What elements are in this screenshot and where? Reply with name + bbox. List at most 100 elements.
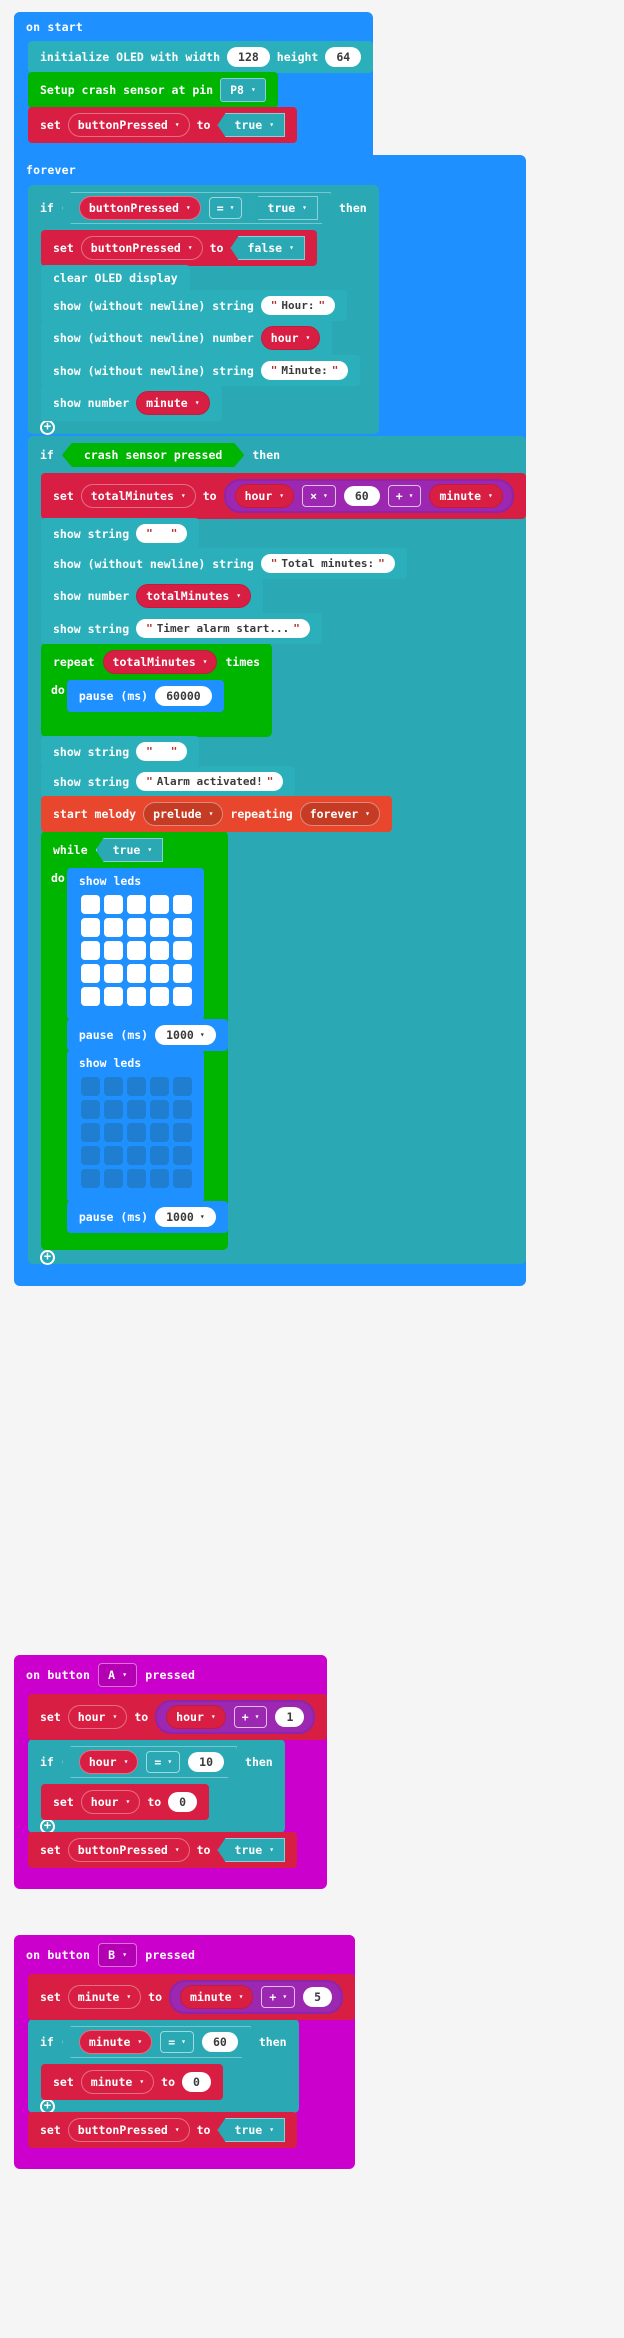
if-hour-block[interactable]: if hour ▾ = ▾ 10 — [28, 1739, 285, 1834]
math-expression-reporter[interactable]: minute ▾ + ▾ 5 — [169, 1980, 344, 2014]
led-cell-3-1[interactable] — [103, 964, 123, 983]
led-cell-3-1[interactable] — [103, 1146, 123, 1165]
set-minute-zero-block[interactable]: set minute ▾ to 0 — [41, 2064, 223, 2100]
variable-reporter-hour[interactable]: hour ▾ — [234, 484, 295, 508]
set-buttonpressed-true-block[interactable]: set buttonPressed ▾ to true ▾ — [28, 1832, 298, 1868]
led-cell-4-3[interactable] — [149, 987, 169, 1006]
variable-dropdown-minute[interactable]: minute ▾ — [80, 2070, 155, 2094]
show-string-blank-2-block[interactable]: show string " " — [41, 736, 200, 767]
comparison-predicate[interactable]: buttonPressed ▾ = ▾ true ▾ — [62, 192, 331, 224]
number-field-60[interactable]: 60 — [202, 2032, 238, 2052]
variable-reporter-hour[interactable]: hour ▾ — [260, 326, 321, 350]
pause-1000-block-a[interactable]: pause (ms) 1000 ▾ — [66, 1019, 228, 1051]
melody-mode-dropdown[interactable]: forever ▾ — [299, 802, 380, 826]
show-number-minute-block[interactable]: show number minute ▾ — [41, 385, 222, 421]
variable-dropdown-hour[interactable]: hour ▾ — [67, 1705, 128, 1729]
led-cell-3-2[interactable] — [126, 1146, 146, 1165]
show-leds-block-2[interactable]: show leds — [66, 1050, 204, 1202]
show-number-hour-block[interactable]: show (without newline) number hour ▾ — [41, 320, 333, 356]
boolean-true-reporter[interactable]: true ▾ — [95, 838, 164, 862]
number-field-10[interactable]: 10 — [188, 1752, 224, 1772]
if-crash-sensor-block[interactable]: if crash sensor pressed then set totalMi… — [28, 436, 526, 1265]
led-cell-4-1[interactable] — [103, 1169, 123, 1188]
led-cell-0-2[interactable] — [126, 895, 146, 914]
led-cell-2-1[interactable] — [103, 1123, 123, 1142]
variable-dropdown-buttonpressed[interactable]: buttonPressed ▾ — [67, 113, 190, 137]
operator-dropdown-equals[interactable]: = ▾ — [146, 1751, 180, 1773]
show-string-hour-label-block[interactable]: show (without newline) string " Hour: " — [41, 290, 348, 321]
show-string-minute-label-block[interactable]: show (without newline) string " Minute: … — [41, 355, 361, 386]
show-leds-block-1[interactable]: show leds — [66, 868, 204, 1020]
string-field[interactable]: " Alarm activated! " — [136, 772, 284, 791]
boolean-true-reporter[interactable]: true ▾ — [250, 196, 318, 220]
oled-height-field[interactable]: 64 — [325, 47, 362, 67]
led-cell-0-0[interactable] — [80, 895, 100, 914]
led-cell-4-3[interactable] — [149, 1169, 169, 1188]
on-button-b-hat[interactable]: on button B ▾ pressed — [14, 1935, 356, 1975]
led-cell-1-4[interactable] — [172, 1100, 192, 1119]
set-minute-increment-block[interactable]: set minute ▾ to minute ▾ + ▾ — [28, 1974, 356, 2020]
led-cell-4-4[interactable] — [172, 1169, 192, 1188]
boolean-true-reporter[interactable]: true ▾ — [217, 2118, 286, 2142]
operator-dropdown-equals[interactable]: = ▾ — [209, 197, 243, 219]
script-on-button-a[interactable]: on button A ▾ pressed set hour ▾ to — [14, 1655, 328, 1889]
pause-60000-block[interactable]: pause (ms) 60000 — [66, 680, 224, 712]
number-field-1[interactable]: 1 — [275, 1707, 305, 1727]
string-field[interactable]: " Timer alarm start... " — [136, 619, 310, 638]
string-field[interactable]: " " — [136, 524, 188, 543]
led-cell-0-3[interactable] — [149, 1077, 169, 1096]
math-expression-reporter[interactable]: hour ▾ + ▾ 1 — [155, 1700, 316, 1734]
variable-dropdown-totalminutes[interactable]: totalMinutes ▾ — [80, 484, 196, 508]
led-cell-2-4[interactable] — [172, 1123, 192, 1142]
script-forever[interactable]: forever if buttonPressed ▾ = — [14, 155, 526, 1286]
led-cell-3-3[interactable] — [149, 964, 169, 983]
led-cell-0-1[interactable] — [103, 1077, 123, 1096]
led-cell-4-2[interactable] — [126, 987, 146, 1006]
variable-reporter-minute[interactable]: minute ▾ — [180, 1985, 254, 2009]
pause-duration-field[interactable]: 1000 ▾ — [155, 1207, 216, 1227]
led-cell-0-1[interactable] — [103, 895, 123, 914]
led-cell-1-1[interactable] — [103, 1100, 123, 1119]
led-cell-1-3[interactable] — [149, 918, 169, 937]
on-start-block[interactable]: on start initialize OLED with width 128 … — [14, 12, 374, 164]
boolean-false-reporter[interactable]: false ▾ — [230, 236, 305, 260]
variable-reporter-minute[interactable]: minute ▾ — [79, 2030, 152, 2054]
number-field-5[interactable]: 5 — [303, 1987, 333, 2007]
variable-reporter-hour[interactable]: hour ▾ — [79, 1750, 139, 1774]
led-cell-2-0[interactable] — [80, 1123, 100, 1142]
variable-reporter-totalminutes[interactable]: totalMinutes ▾ — [136, 584, 252, 608]
variable-dropdown-buttonpressed[interactable]: buttonPressed ▾ — [80, 236, 203, 260]
pause-duration-field[interactable]: 1000 ▾ — [155, 1025, 216, 1045]
string-field[interactable]: " Hour: " — [260, 296, 336, 315]
operator-dropdown-add[interactable]: + ▾ — [261, 1986, 296, 2008]
led-cell-1-0[interactable] — [80, 918, 100, 937]
led-cell-0-3[interactable] — [149, 895, 169, 914]
led-cell-4-2[interactable] — [126, 1169, 146, 1188]
oled-width-field[interactable]: 128 — [227, 47, 270, 67]
string-field[interactable]: " " — [136, 742, 188, 761]
string-field[interactable]: " Total minutes: " — [260, 554, 395, 573]
on-button-b-block[interactable]: on button B ▾ pressed set minute ▾ to — [14, 1935, 356, 2169]
led-cell-2-2[interactable] — [126, 941, 146, 960]
led-cell-2-3[interactable] — [149, 941, 169, 960]
led-cell-3-0[interactable] — [80, 964, 100, 983]
start-melody-block[interactable]: start melody prelude ▾ repeating forever… — [41, 796, 392, 832]
while-loop-block[interactable]: while true ▾ do show leds — [41, 831, 228, 1250]
led-cell-3-0[interactable] — [80, 1146, 100, 1165]
variable-reporter-minute[interactable]: minute ▾ — [136, 391, 210, 415]
led-cell-1-3[interactable] — [149, 1100, 169, 1119]
led-cell-0-4[interactable] — [172, 1077, 192, 1096]
variable-reporter-minute[interactable]: minute ▾ — [429, 484, 503, 508]
variable-reporter-hour[interactable]: hour ▾ — [166, 1705, 226, 1729]
crash-sensor-pressed-predicate[interactable]: crash sensor pressed — [62, 443, 244, 467]
pause-duration-field[interactable]: 60000 — [155, 686, 212, 706]
number-field-0[interactable]: 0 — [182, 2072, 211, 2092]
led-cell-2-2[interactable] — [126, 1123, 146, 1142]
forever-block[interactable]: forever if buttonPressed ▾ = — [14, 155, 526, 1286]
led-cell-2-3[interactable] — [149, 1123, 169, 1142]
button-dropdown-a[interactable]: A ▾ — [98, 1663, 138, 1687]
led-cell-0-4[interactable] — [172, 895, 192, 914]
if-header[interactable]: if crash sensor pressed then — [28, 436, 526, 474]
operator-dropdown-multiply[interactable]: × ▾ — [302, 485, 336, 507]
add-else-icon[interactable] — [40, 1249, 55, 1265]
